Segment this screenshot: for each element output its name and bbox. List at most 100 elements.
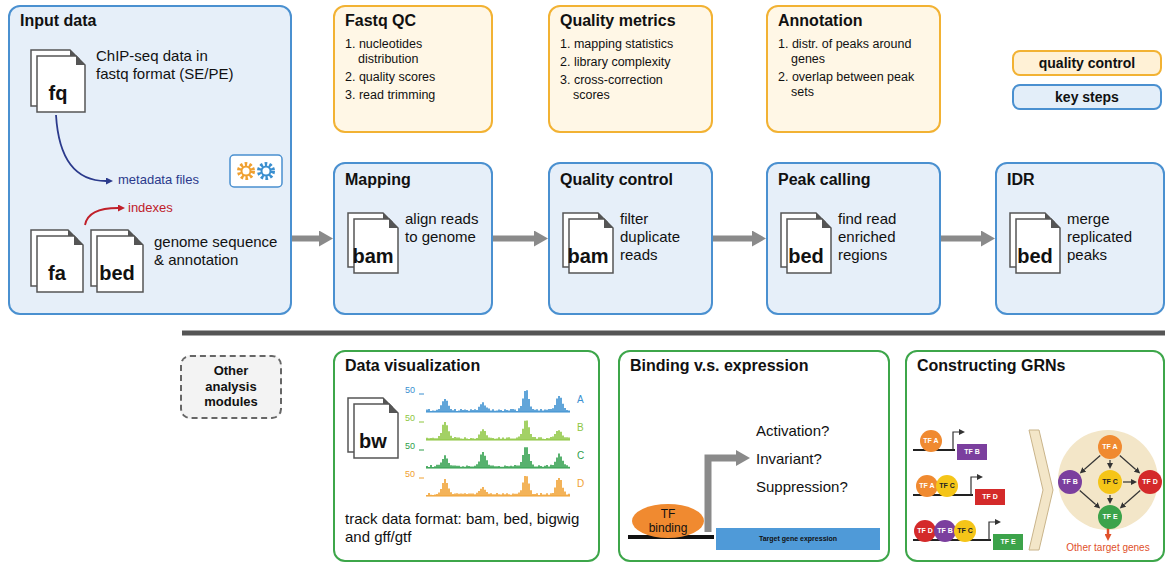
regulation-arrow	[1123, 481, 1131, 482]
box-text: filter duplicate reads	[620, 210, 703, 264]
scale-tick	[419, 422, 424, 423]
tf-circle: TF C	[954, 520, 976, 542]
box-text: 2. quality scores	[345, 70, 479, 85]
tf-circle: TF E	[1098, 505, 1122, 529]
box-text: ChIP-seq data in fastq format (SE/PE)	[96, 47, 236, 83]
legend-text: quality control	[1012, 50, 1162, 76]
box-text: TF B	[934, 520, 956, 542]
tf-circle: TF A	[1098, 435, 1122, 459]
box-text: TF A	[916, 475, 938, 497]
hollow-arrow	[1029, 430, 1053, 550]
box-title: Peak calling	[778, 170, 929, 189]
box-text: 3. cross-correction scores	[560, 73, 699, 103]
box-title: Fastq QC	[345, 11, 481, 30]
file-fold	[604, 219, 613, 228]
track-label: 50	[405, 385, 415, 396]
file-note: metadata files	[118, 172, 199, 188]
tf-circle: TF D	[1138, 470, 1162, 494]
metadata-arrow	[56, 115, 106, 181]
track-label: B	[577, 422, 584, 434]
box-text: Other analysis modules	[196, 363, 266, 410]
gear-icon	[242, 167, 251, 176]
box-text: 1. distr. of peaks around genes	[778, 37, 927, 67]
tf-circle: TF A	[920, 430, 942, 452]
regulation-arrow	[1084, 456, 1100, 470]
box-title: Binding v.s. expression	[630, 356, 878, 375]
module-box: Data visualization track data format: bam…	[333, 350, 600, 562]
file-fold	[1051, 219, 1060, 228]
box-text: bed	[1009, 244, 1061, 268]
box-text: 2. library complexity	[560, 55, 699, 70]
regulation-arrow	[1120, 456, 1136, 470]
legend-text: key steps	[1012, 84, 1162, 110]
tf-circle: TF C	[936, 475, 958, 497]
box-text: TF D	[1138, 470, 1162, 494]
gene-box: TF B	[957, 444, 987, 460]
key-step-box: Peak callingfind read enriched regionsbe…	[766, 162, 941, 315]
file-note: indexes	[128, 200, 173, 216]
input-panel: Input dataChIP-seq data in fastq format …	[8, 5, 292, 315]
box-title: IDR	[1007, 170, 1153, 189]
key-step-box: Mappingalign reads to genomebam	[333, 162, 493, 315]
box-title: Constructing GRNs	[917, 356, 1153, 375]
box-text: 3. read trimming	[345, 88, 479, 103]
track-label: 50	[405, 469, 415, 480]
file-fold	[389, 219, 398, 228]
box-text: bed	[780, 244, 832, 268]
box-text: bw	[347, 429, 399, 453]
tf-circle: TF B	[1058, 470, 1082, 494]
box-text: bam	[562, 244, 614, 268]
box-text: genome sequence & annotation	[154, 233, 284, 269]
box-text: TF B	[957, 444, 987, 460]
file-icon: bed	[90, 229, 144, 293]
box-title: Input data	[20, 11, 220, 30]
box-title: Mapping	[345, 170, 481, 189]
file-icon: bw	[347, 397, 399, 459]
signal-track	[427, 476, 569, 496]
tf-circle: TF B	[934, 520, 956, 542]
track-label: A	[577, 394, 584, 406]
promoter-arrow	[708, 458, 736, 532]
file-icon: fa	[30, 229, 84, 293]
scale-tick	[419, 478, 424, 479]
track-baseline	[426, 440, 570, 441]
tf-circle: TF D	[914, 520, 936, 542]
file-fold	[822, 219, 831, 228]
box-text: TF E	[1098, 505, 1122, 529]
box-title: Data visualization	[345, 356, 588, 375]
box-text: fa	[30, 261, 84, 285]
box-text: TF B	[1058, 470, 1082, 494]
box-title: Quality control	[560, 170, 701, 189]
flow-arrow	[493, 236, 534, 242]
regulation-arrow	[1124, 491, 1140, 505]
box-text: track data format: bam, bed, bigwig and …	[345, 510, 588, 546]
outcome-label: Invariant?	[756, 450, 822, 468]
box-text: fq	[30, 81, 86, 105]
box-title: Annotation	[778, 11, 929, 30]
gear-icon	[262, 167, 271, 176]
outcome-label: Activation?	[756, 422, 829, 440]
tf-binding-ellipse: TF binding	[632, 504, 704, 538]
scale-tick	[419, 394, 424, 395]
track-baseline	[426, 468, 570, 469]
signal-track	[427, 390, 569, 412]
box-text: merge replicated peaks	[1067, 210, 1155, 264]
tf-circle: TF C	[1098, 470, 1122, 494]
file-icon: bed	[780, 212, 832, 274]
box-text: TF binding	[646, 507, 690, 536]
file-fold	[76, 56, 85, 65]
regulation-arrow	[1109, 460, 1110, 463]
box-text: TF C	[1098, 470, 1122, 494]
track-label: C	[577, 450, 584, 462]
key-step-box: Quality control filter duplicate readsbam	[548, 162, 713, 315]
track-label: 50	[405, 413, 415, 424]
separator-line	[182, 331, 1165, 336]
box-title: Quality metrics	[560, 11, 701, 30]
box-text: TF A	[1098, 435, 1122, 459]
box-text: TF E	[993, 534, 1023, 550]
box-text: TF C	[954, 520, 976, 542]
quality-control-box: Fastq QC1. nucleotides distribution2. qu…	[333, 5, 493, 133]
file-fold	[389, 404, 398, 413]
flow-arrow	[713, 236, 752, 242]
